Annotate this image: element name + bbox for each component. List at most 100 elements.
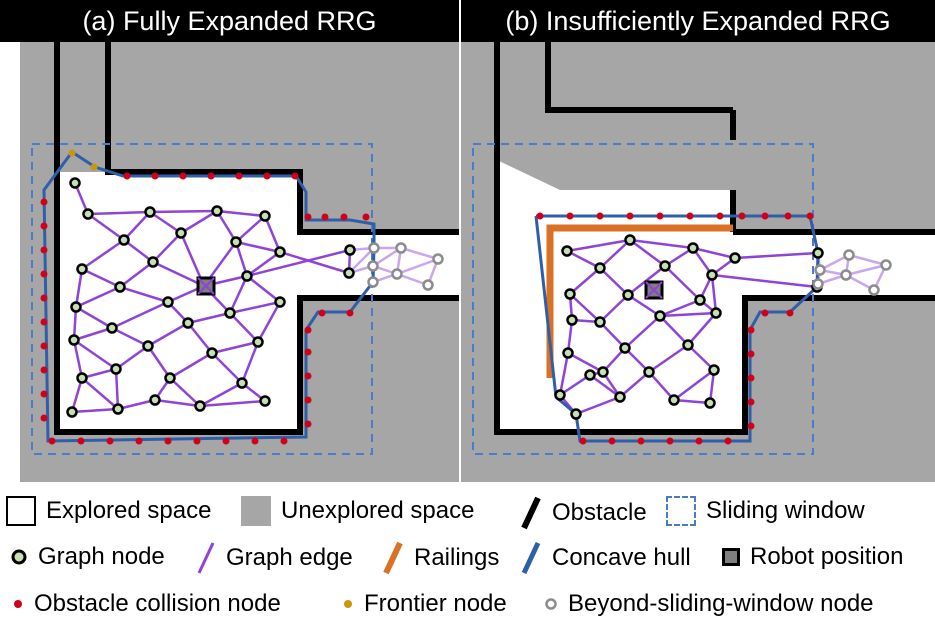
graph-edge <box>263 215 282 253</box>
graph-node <box>76 263 88 275</box>
concave-hull-icon <box>521 541 541 575</box>
graph-edge <box>624 315 661 349</box>
graph-node-icon <box>11 549 27 565</box>
collision-node <box>362 213 370 221</box>
collision-node <box>207 172 215 180</box>
robot-positions <box>196 276 664 300</box>
graph-node <box>106 322 118 334</box>
legend-graph-edge: Graph edge <box>196 541 353 575</box>
panel-b-title: (b) Insufficiently Expanded RRG <box>461 0 935 42</box>
collision-node <box>761 309 769 317</box>
collision-node <box>321 213 329 221</box>
collision-node <box>40 414 48 422</box>
legend-robot-position: Robot position <box>722 543 903 571</box>
graph-edge <box>627 293 661 318</box>
graph-node <box>236 377 248 389</box>
graph-node <box>668 394 680 406</box>
graph-node <box>252 336 264 348</box>
graph-edge <box>567 351 604 374</box>
graph-edge <box>72 339 84 379</box>
collision-node <box>135 437 143 445</box>
graph-edge <box>211 352 243 384</box>
graph-edge <box>87 212 125 242</box>
graph-edge <box>71 407 119 414</box>
beyond-window-edge <box>400 246 439 261</box>
graph-node <box>597 366 609 378</box>
collision-node <box>263 172 271 180</box>
graph-node <box>619 342 631 354</box>
collision-node <box>566 212 574 220</box>
graph-node <box>110 363 122 375</box>
graph-node <box>594 316 606 328</box>
graph-edge <box>123 239 154 263</box>
legend-collision-node-label: Obstacle collision node <box>34 590 281 617</box>
graph-edge <box>199 399 266 408</box>
graph-edge <box>215 210 238 243</box>
graph-edge <box>234 241 249 277</box>
collision-node <box>40 318 48 326</box>
collision-node <box>40 342 48 350</box>
graph-edge <box>648 343 689 374</box>
graph-node <box>343 267 355 279</box>
collision-node <box>656 212 664 220</box>
collision-node <box>40 198 48 206</box>
graph-node <box>643 366 655 378</box>
graph-edge <box>187 322 213 354</box>
beyond-window-node <box>367 260 379 272</box>
legend-frontier-node: Frontier node <box>342 590 507 618</box>
frontier-node <box>68 149 76 157</box>
collision-node <box>626 212 634 220</box>
graph-edge <box>169 351 213 380</box>
legend-railings-label: Railings <box>414 544 500 571</box>
robot-position-marker <box>644 280 664 300</box>
beyond-window-edge <box>845 263 887 277</box>
graph-edge <box>734 251 819 260</box>
collision-node <box>346 309 354 317</box>
collision-node <box>304 372 312 380</box>
collision-node <box>686 212 694 220</box>
panel-divider <box>459 42 461 482</box>
graph-node <box>624 234 636 246</box>
collision-node <box>318 309 326 317</box>
explored-space-icon <box>6 496 36 526</box>
collision-node <box>738 212 746 220</box>
graph-node <box>194 400 206 412</box>
robot-position-icon <box>722 548 740 566</box>
graph-edge <box>599 239 631 269</box>
graph-edge <box>228 275 249 314</box>
graph-node <box>118 234 130 246</box>
beyond-window-node <box>880 259 892 271</box>
graph-edge <box>246 248 351 278</box>
graph-node <box>211 205 223 217</box>
collision-node-icon <box>14 600 22 608</box>
collision-node <box>304 326 312 334</box>
beyond-window-node <box>422 279 434 291</box>
obstacle-icon <box>521 496 541 530</box>
collision-node <box>747 326 755 334</box>
frontier-node-icon <box>344 600 352 608</box>
sliding-window-icon <box>666 496 696 526</box>
graph-node <box>570 408 582 420</box>
graph-edge <box>114 368 120 410</box>
legend-sliding-window-label: Sliding window <box>706 497 865 524</box>
graph-edge <box>566 249 601 270</box>
graph-edge <box>187 311 231 325</box>
collision-node <box>222 437 230 445</box>
graph-node <box>82 208 94 220</box>
graph-node <box>142 340 154 352</box>
collision-node <box>123 172 131 180</box>
collision-node <box>106 437 114 445</box>
legend-concave-hull-label: Concave hull <box>552 544 691 571</box>
graph-node <box>687 242 699 254</box>
graph-node <box>729 252 741 264</box>
legend-explored: Explored space <box>6 496 211 526</box>
legend-collision-node: Obstacle collision node <box>12 590 281 618</box>
graph-edge <box>119 285 169 304</box>
beyond-window-node <box>368 242 380 254</box>
graph-edge <box>692 246 736 260</box>
unexplored-space-icon <box>241 496 271 526</box>
legend-frontier-node-label: Frontier node <box>364 590 507 617</box>
graph-edge <box>111 300 169 330</box>
graph-edge <box>687 344 715 371</box>
panel-a-corridor-gap <box>62 42 108 172</box>
